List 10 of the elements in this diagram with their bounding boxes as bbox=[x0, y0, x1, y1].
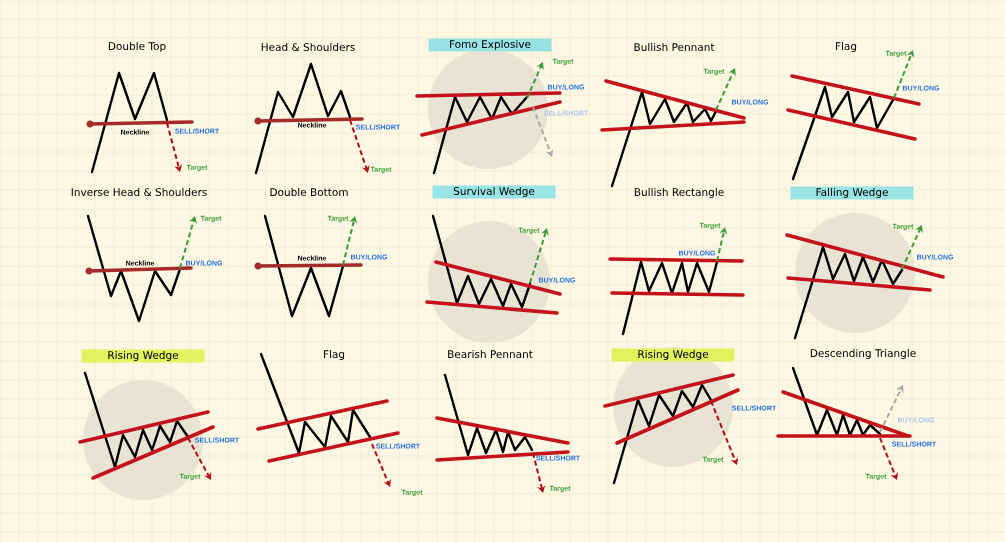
pattern-title: Bullish Rectangle bbox=[634, 187, 724, 199]
pattern-title: Bullish Pennant bbox=[634, 42, 715, 52]
pattern-title: Double Bottom bbox=[270, 187, 348, 197]
pattern-title: Inverse Head & Shoulders bbox=[71, 187, 207, 197]
pattern-title: Descending Triangle bbox=[810, 348, 916, 360]
pattern-title: Head & Shoulders bbox=[261, 42, 355, 52]
pattern-title: Bearish Pennant bbox=[448, 349, 533, 359]
pattern-title: Double Top bbox=[108, 41, 166, 53]
pattern-title: Flag bbox=[324, 349, 345, 361]
pattern-title: Flag bbox=[836, 41, 857, 53]
